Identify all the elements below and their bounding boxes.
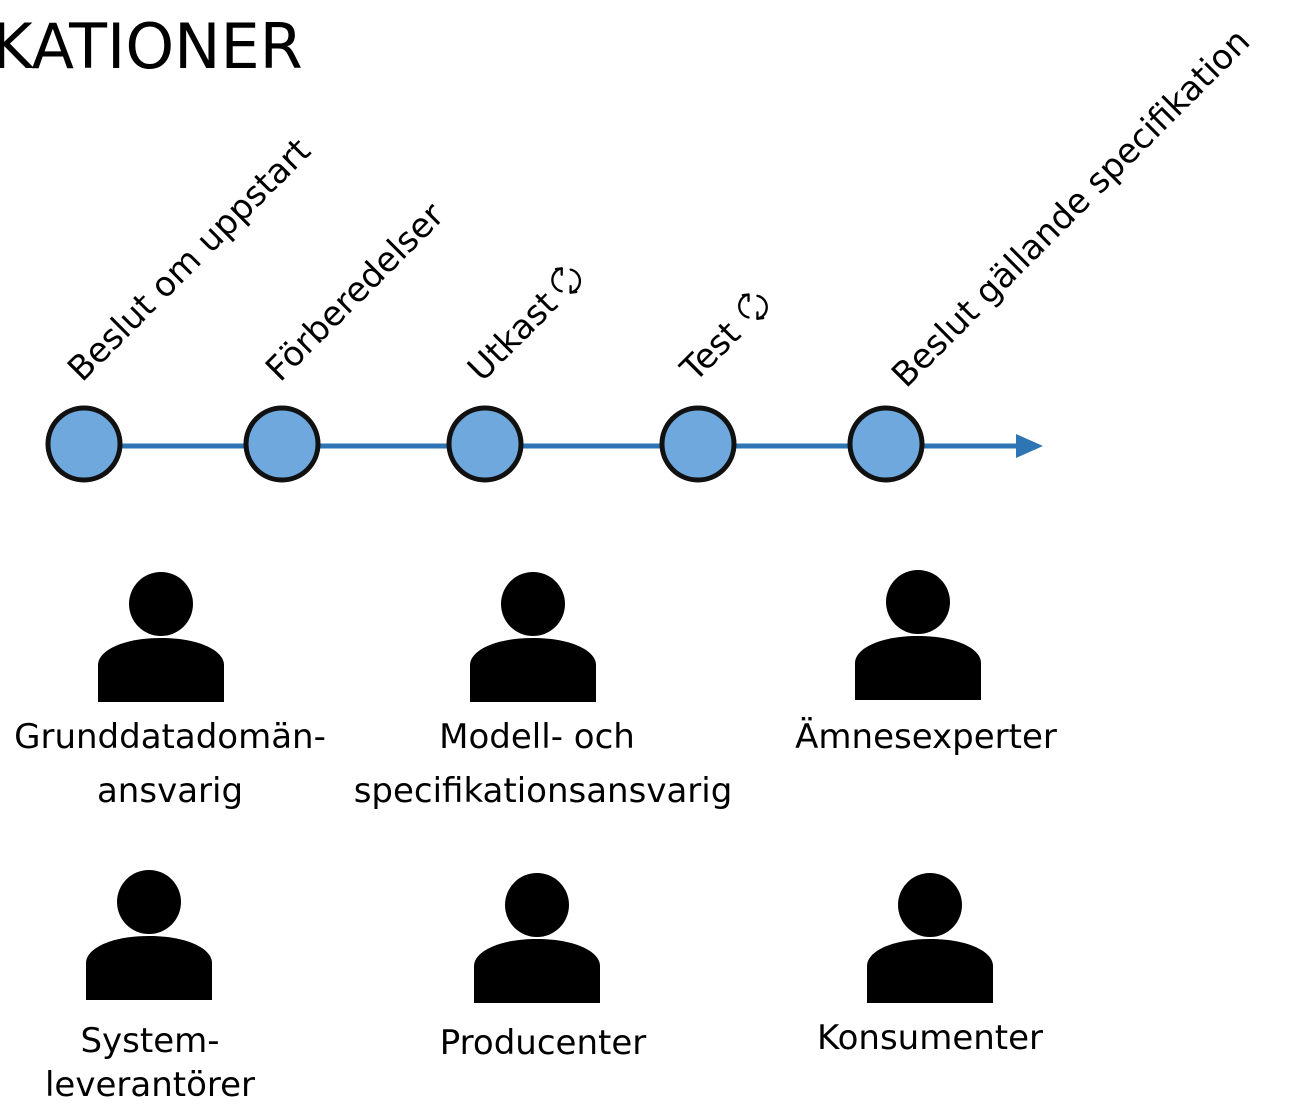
role-label-2-line-2: specifikationsansvarig: [354, 771, 733, 811]
role-label-6: Konsumenter: [817, 1018, 1043, 1058]
roles-grid: Grunddatadomän- ansvarig Modell- och spe…: [14, 570, 1057, 1105]
timeline-node-3: [446, 405, 524, 483]
role-label-4-line-1: System-: [80, 1021, 219, 1061]
timeline-node-1: [45, 405, 123, 483]
person-icon: [98, 572, 224, 702]
person-icon: [86, 870, 212, 1000]
timeline-node-5: [847, 405, 925, 483]
timeline-node-2: [243, 405, 321, 483]
person-icon: [474, 873, 600, 1003]
page-title: KATIONER: [0, 10, 303, 83]
person-icon: [855, 570, 981, 700]
role-label-3: Ämnesexperter: [795, 717, 1057, 757]
step-label-4: Test: [672, 314, 748, 390]
step-label-3: Utkast: [460, 284, 566, 390]
person-icon: [470, 572, 596, 702]
role-label-1-line-2: ansvarig: [97, 771, 243, 811]
timeline-node-4: [659, 405, 737, 483]
cycle-icon: [732, 285, 774, 328]
step-label-5: Beslut gällande specifikation: [884, 21, 1258, 395]
step-label-2: Förberedelser: [258, 195, 452, 389]
role-label-1-line-1: Grunddatadomän-: [14, 717, 326, 757]
timeline: Beslut om uppstart Förberedelser Utkast …: [45, 21, 1258, 483]
cycle-icon: [545, 259, 588, 302]
role-label-5: Producenter: [440, 1023, 646, 1063]
timeline-arrowhead: [1016, 434, 1043, 458]
role-label-4-line-2: leverantörer: [45, 1065, 255, 1105]
role-label-2-line-1: Modell- och: [439, 717, 635, 757]
person-icon: [867, 873, 993, 1003]
